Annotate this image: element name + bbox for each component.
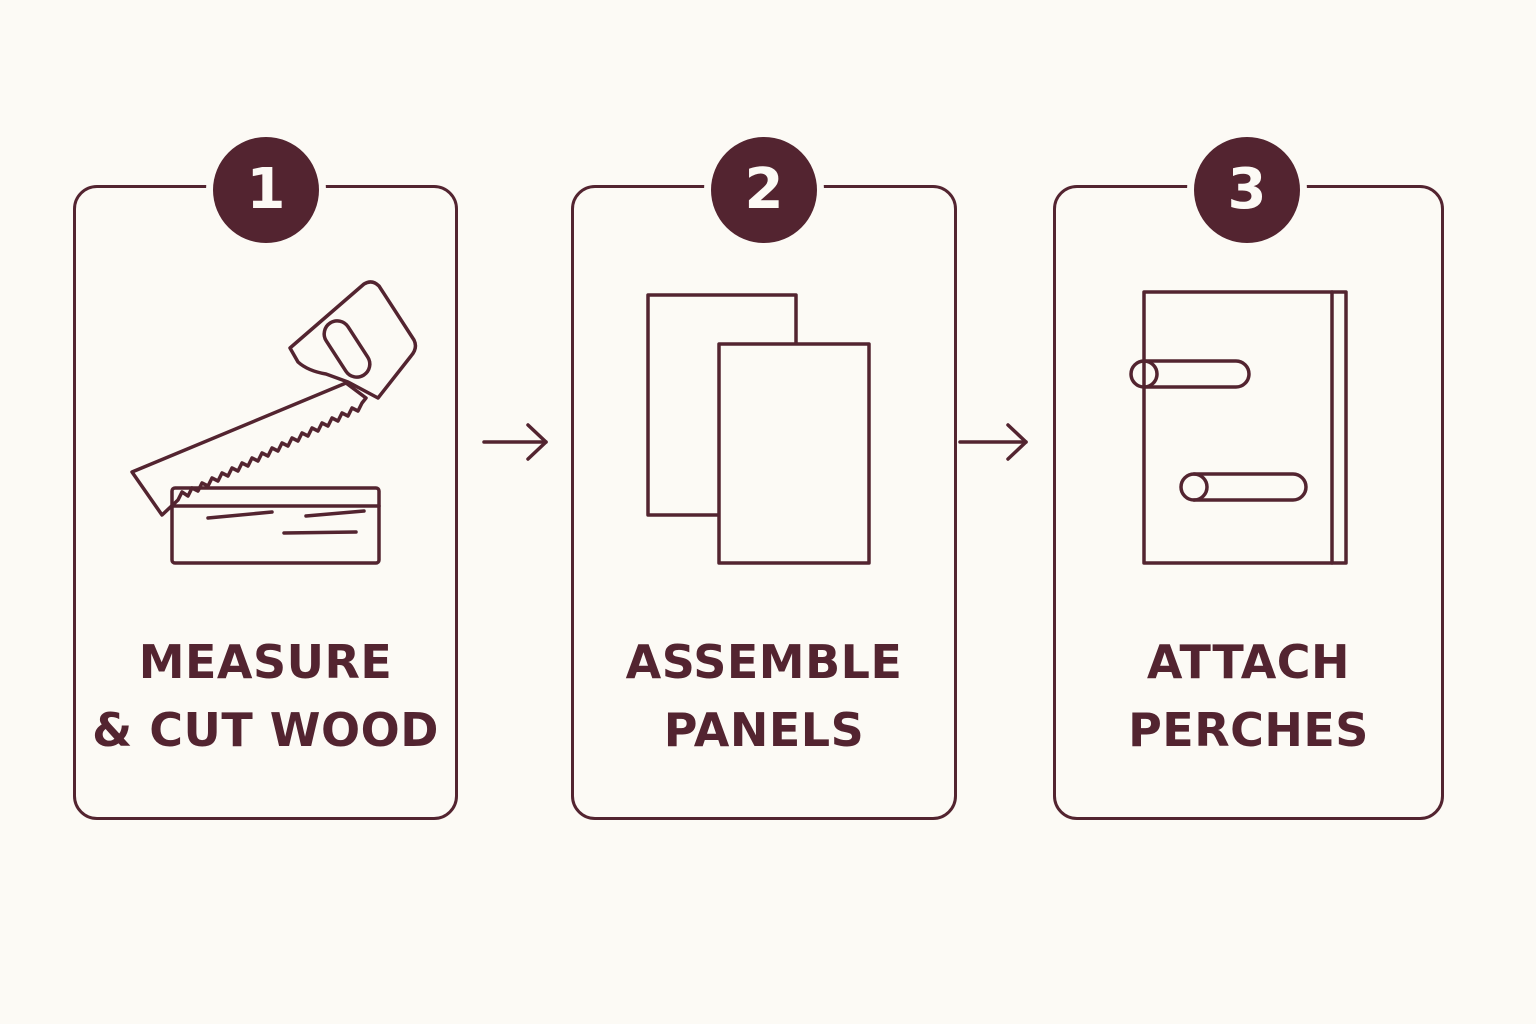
step-label-3: ATTACH PERCHES — [1053, 628, 1444, 764]
step-number-2: 2 — [711, 137, 817, 243]
step-label-2: ASSEMBLE PANELS — [571, 628, 957, 764]
panels-icon — [646, 293, 871, 565]
step-label-2-line2: PANELS — [663, 703, 865, 757]
step-label-1-line2: & CUT WOOD — [92, 703, 439, 757]
saw-and-plank-icon — [130, 280, 418, 565]
step-number-3: 3 — [1194, 137, 1300, 243]
step-number-1: 1 — [213, 137, 319, 243]
step-label-2-line1: ASSEMBLE — [625, 635, 903, 689]
step-number-badge-2: 2 — [704, 130, 824, 250]
step-label-3-line1: ATTACH — [1146, 635, 1351, 689]
arrow-right-icon — [958, 423, 1028, 461]
step-label-3-line2: PERCHES — [1128, 703, 1369, 757]
step-label-1-line1: MEASURE — [138, 635, 393, 689]
arrow-right-icon — [482, 423, 548, 461]
step-label-1: MEASURE & CUT WOOD — [73, 628, 458, 764]
birdhouse-with-perches-icon — [1129, 290, 1348, 565]
step-number-badge-1: 1 — [206, 130, 326, 250]
step-number-badge-3: 3 — [1187, 130, 1307, 250]
